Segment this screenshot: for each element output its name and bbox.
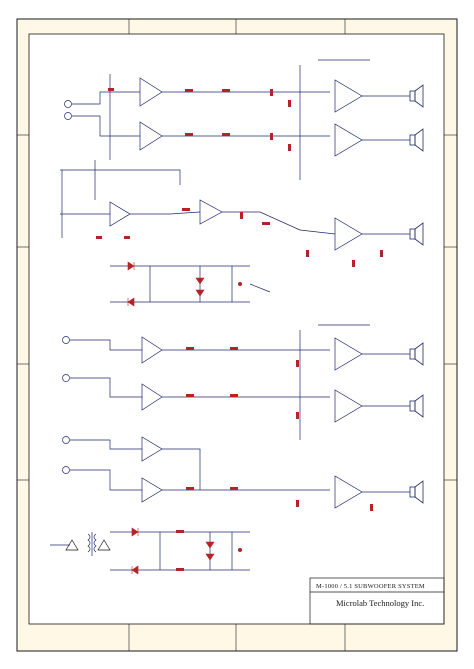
power-amp-rr [334,389,363,423]
power-amp-fl [334,79,363,113]
power-amp-center [334,475,363,509]
speaker-center [409,480,424,504]
input-jack-6 [62,466,70,474]
title-block [309,577,445,625]
input-jack-3 [62,336,70,344]
input-jack-5 [62,436,70,444]
power-amp-rl [334,337,363,371]
inner-border [28,33,445,625]
power-amp-fr [334,123,363,157]
front-channel-section [60,59,410,200]
title-block-model: M-1000 / 5.1 SUBWOOFER SYSTEM [316,583,425,590]
zone-ticks [17,19,457,651]
speaker-fr [409,128,424,152]
input-jack-2 [64,112,72,120]
diodes-top [127,261,205,307]
title-block-company: Microlab Technology Inc. [336,598,425,608]
warning-triangles [65,539,111,551]
input-jack-1 [64,100,72,108]
center-channel-section [62,436,410,509]
speaker-sub [409,222,424,246]
transformer-pt1 [87,532,97,556]
speaker-fl [409,84,424,108]
speaker-rr [409,394,424,418]
diodes-bottom [131,527,215,575]
speaker-rl [409,342,424,366]
component-markers [96,88,383,571]
input-jack-4 [62,374,70,382]
